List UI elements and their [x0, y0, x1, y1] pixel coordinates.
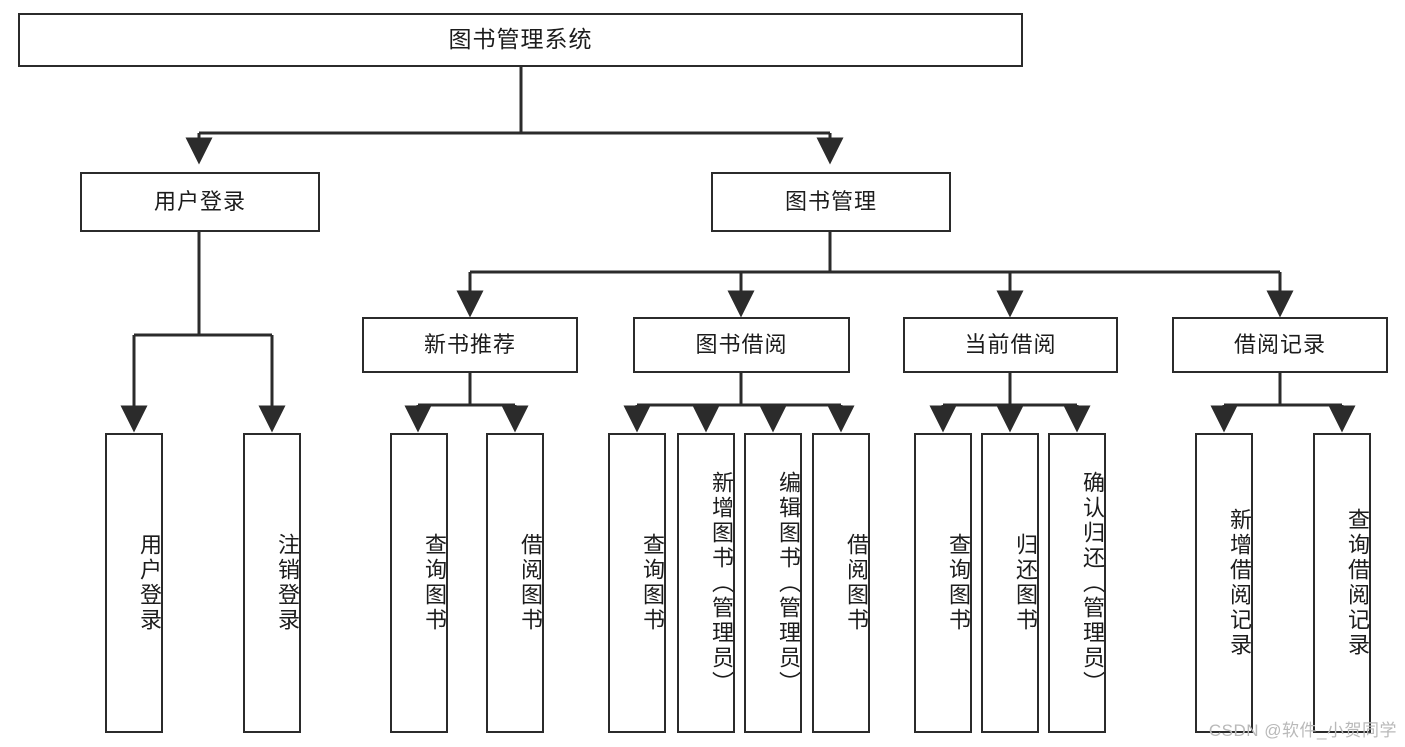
leaf-confirm-return-admin[interactable]: 确认归还（管理员）	[1048, 433, 1106, 733]
leaf-query-book-borrow[interactable]: 查询图书	[608, 433, 666, 733]
csdn-watermark: CSDN @软件_小贺同学	[1208, 721, 1397, 740]
leaf-user-login[interactable]: 用户登录	[105, 433, 163, 733]
node-book-borrow[interactable]: 图书借阅	[633, 317, 850, 373]
node-root-system[interactable]: 图书管理系统	[18, 13, 1023, 67]
node-current-borrow[interactable]: 当前借阅	[903, 317, 1118, 373]
leaf-add-borrow-record[interactable]: 新增借阅记录	[1195, 433, 1253, 733]
leaf-query-book-current[interactable]: 查询图书	[914, 433, 972, 733]
node-user-login[interactable]: 用户登录	[80, 172, 320, 232]
node-new-book-recommend[interactable]: 新书推荐	[362, 317, 578, 373]
leaf-user-logout[interactable]: 注销登录	[243, 433, 301, 733]
leaf-edit-book-admin[interactable]: 编辑图书（管理员）	[744, 433, 802, 733]
node-book-manage[interactable]: 图书管理	[711, 172, 951, 232]
leaf-return-book[interactable]: 归还图书	[981, 433, 1039, 733]
leaf-borrow-book-recommend[interactable]: 借阅图书	[486, 433, 544, 733]
leaf-borrow-book-borrow[interactable]: 借阅图书	[812, 433, 870, 733]
leaf-query-book-recommend[interactable]: 查询图书	[390, 433, 448, 733]
leaf-query-borrow-record[interactable]: 查询借阅记录	[1313, 433, 1371, 733]
node-borrow-record[interactable]: 借阅记录	[1172, 317, 1388, 373]
leaf-add-book-admin[interactable]: 新增图书（管理员）	[677, 433, 735, 733]
